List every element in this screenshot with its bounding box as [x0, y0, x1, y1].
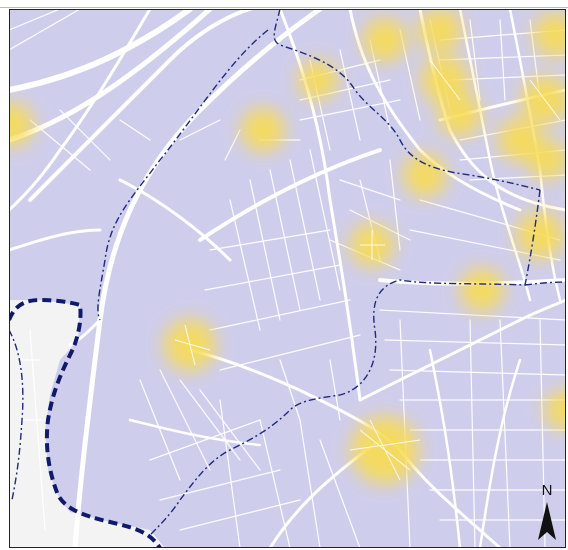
boundary-major [9, 297, 162, 548]
hotspot [403, 153, 447, 197]
top-rule [0, 7, 568, 8]
boundary-minor [9, 9, 566, 536]
north-arrow-icon [538, 502, 556, 540]
hotspot [533, 13, 566, 57]
hotspot [363, 18, 407, 62]
hotspot [241, 108, 285, 152]
hotspot [9, 103, 34, 147]
hotspot [460, 268, 504, 312]
road-overlay [174, 59, 561, 481]
hotspot [438, 93, 482, 137]
hotspot [528, 140, 566, 180]
hotspot [521, 76, 566, 124]
hotspot [298, 60, 338, 100]
hotspot [418, 9, 462, 52]
outside-area [9, 300, 165, 548]
hotspot [545, 390, 566, 430]
north-compass: N [536, 482, 558, 542]
north-label: N [541, 482, 553, 499]
hotspot [516, 211, 564, 259]
